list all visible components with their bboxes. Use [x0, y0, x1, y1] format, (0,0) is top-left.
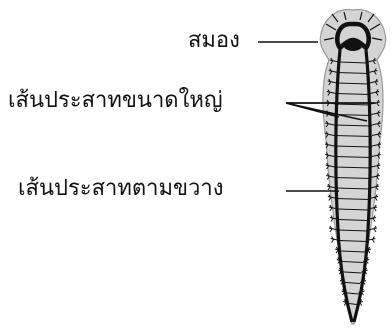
transverse-nerves-label: เส้นประสาทตามขวาง [18, 178, 224, 200]
major-nerve-cords-label: เส้นประสาทขนาดใหญ่ [8, 90, 223, 112]
planarian-body [320, 10, 386, 324]
brain-label: สมอง [188, 30, 240, 52]
